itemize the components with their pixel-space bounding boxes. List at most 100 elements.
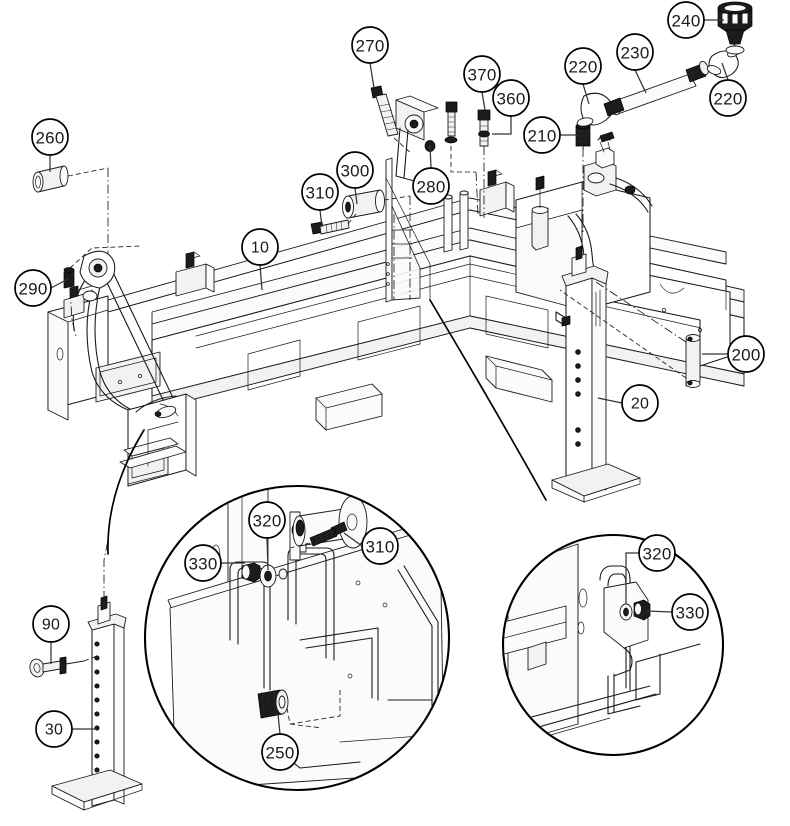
leader-line-280	[429, 145, 432, 169]
callout-bubble-240[interactable]	[667, 1, 705, 39]
leader-line-320	[625, 552, 639, 604]
callout-bubble-250[interactable]	[261, 733, 299, 771]
part-310-bolt-upper	[310, 213, 357, 235]
callout-240[interactable]: 240	[667, 1, 724, 39]
callout-bubble-290[interactable]	[14, 269, 52, 307]
main-frame-assembly	[47, 95, 745, 487]
callout-bubble-200[interactable]	[727, 335, 765, 373]
callout-220[interactable]: 220	[709, 62, 747, 117]
leader-line-300	[354, 187, 358, 205]
leader-line-220	[582, 83, 590, 105]
callout-bubble-330[interactable]	[184, 544, 222, 582]
leader-line-290	[50, 278, 69, 289]
callout-320[interactable]: 320	[625, 534, 676, 604]
callout-label-230: 230	[621, 44, 650, 63]
callout-330[interactable]: 330	[645, 593, 709, 631]
callout-bubble-300[interactable]	[336, 151, 374, 189]
callout-220[interactable]: 220	[564, 47, 602, 105]
callout-bubble-20[interactable]	[621, 384, 659, 422]
callout-bubble-360[interactable]	[492, 79, 530, 117]
callout-290[interactable]: 290	[14, 269, 69, 307]
callout-330[interactable]: 330	[184, 544, 245, 582]
callout-320[interactable]: 320	[248, 501, 286, 571]
callout-bubble-230[interactable]	[616, 33, 654, 71]
callout-370[interactable]: 370	[463, 55, 501, 111]
callout-30[interactable]: 30	[35, 710, 96, 748]
callout-bubble-310[interactable]	[301, 173, 339, 211]
callout-bubble-280[interactable]	[412, 167, 450, 205]
callout-label-300: 300	[341, 162, 370, 181]
leader-line-220	[721, 62, 729, 81]
part-270-bolt	[370, 85, 413, 155]
leader-line-270	[369, 62, 375, 89]
callout-label-310: 310	[306, 184, 335, 203]
callout-90[interactable]: 90	[32, 605, 70, 664]
callout-label-310: 310	[366, 538, 395, 557]
leader-line-20	[597, 397, 623, 404]
part-220-elbow-left	[576, 92, 614, 151]
leader-line-360	[492, 116, 512, 135]
callout-label-280: 280	[417, 178, 446, 197]
hitch-pin-90	[29, 655, 98, 678]
callout-360[interactable]: 360	[492, 79, 530, 135]
callout-20[interactable]: 20	[597, 384, 659, 422]
callout-310[interactable]: 310	[343, 527, 399, 565]
callout-bubble-310[interactable]	[361, 527, 399, 565]
detail-view-right-border	[501, 533, 725, 757]
part-200-pin	[559, 281, 701, 388]
callout-label-220: 220	[569, 58, 598, 77]
callout-label-260: 260	[36, 129, 65, 148]
detail-view-left-border	[143, 484, 451, 792]
callout-label-220: 220	[714, 90, 743, 109]
part-260-bushing	[32, 165, 109, 254]
callout-bubble-370[interactable]	[463, 55, 501, 93]
callout-bubble-330[interactable]	[671, 593, 709, 631]
callout-280[interactable]: 280	[412, 145, 450, 205]
callout-label-20: 20	[631, 396, 649, 413]
callout-label-330: 330	[676, 604, 705, 623]
callout-bubble-30[interactable]	[35, 710, 73, 748]
callout-label-90: 90	[42, 617, 60, 634]
callout-210[interactable]: 210	[523, 116, 578, 154]
callout-310[interactable]: 310	[301, 173, 339, 228]
detail-view-right-content	[504, 536, 722, 754]
outrigger-leg-20	[551, 245, 641, 503]
callout-label-270: 270	[356, 37, 385, 56]
leader-line-230	[634, 69, 647, 94]
leader-line-10	[259, 264, 263, 291]
callout-300[interactable]: 300	[336, 151, 374, 205]
part-240-filler-cap	[717, 1, 753, 55]
part-230-hose	[603, 60, 719, 117]
callout-10[interactable]: 10	[241, 228, 279, 291]
callout-label-320: 320	[643, 545, 672, 564]
callout-230[interactable]: 230	[616, 33, 654, 94]
callout-bubble-220[interactable]	[709, 79, 747, 117]
callout-label-330: 330	[189, 555, 218, 574]
callout-200[interactable]: 200	[702, 335, 765, 373]
callout-label-360: 360	[497, 90, 526, 109]
callout-270[interactable]: 270	[351, 26, 389, 89]
callout-bubble-260[interactable]	[31, 118, 69, 156]
leader-line-310	[319, 209, 323, 228]
callout-label-370: 370	[468, 66, 497, 85]
callout-260[interactable]: 260	[31, 118, 69, 172]
callout-bubble-10[interactable]	[241, 228, 279, 266]
callout-bubble-270[interactable]	[351, 26, 389, 64]
callout-bubble-90[interactable]	[32, 605, 70, 643]
callout-bubble-220[interactable]	[564, 47, 602, 85]
leader-line-310	[343, 532, 363, 547]
leader-line-330	[645, 610, 673, 613]
callout-label-240: 240	[672, 12, 701, 31]
part-290-plug	[63, 245, 141, 337]
callout-label-210: 210	[528, 127, 557, 146]
callout-bubble-320[interactable]	[638, 534, 676, 572]
callout-bubble-320[interactable]	[248, 501, 286, 539]
callout-250[interactable]: 250	[261, 713, 299, 771]
leader-line-320	[266, 537, 269, 571]
callout-label-200: 200	[732, 346, 761, 365]
callout-label-250: 250	[266, 744, 295, 763]
callout-bubble-210[interactable]	[523, 116, 561, 154]
